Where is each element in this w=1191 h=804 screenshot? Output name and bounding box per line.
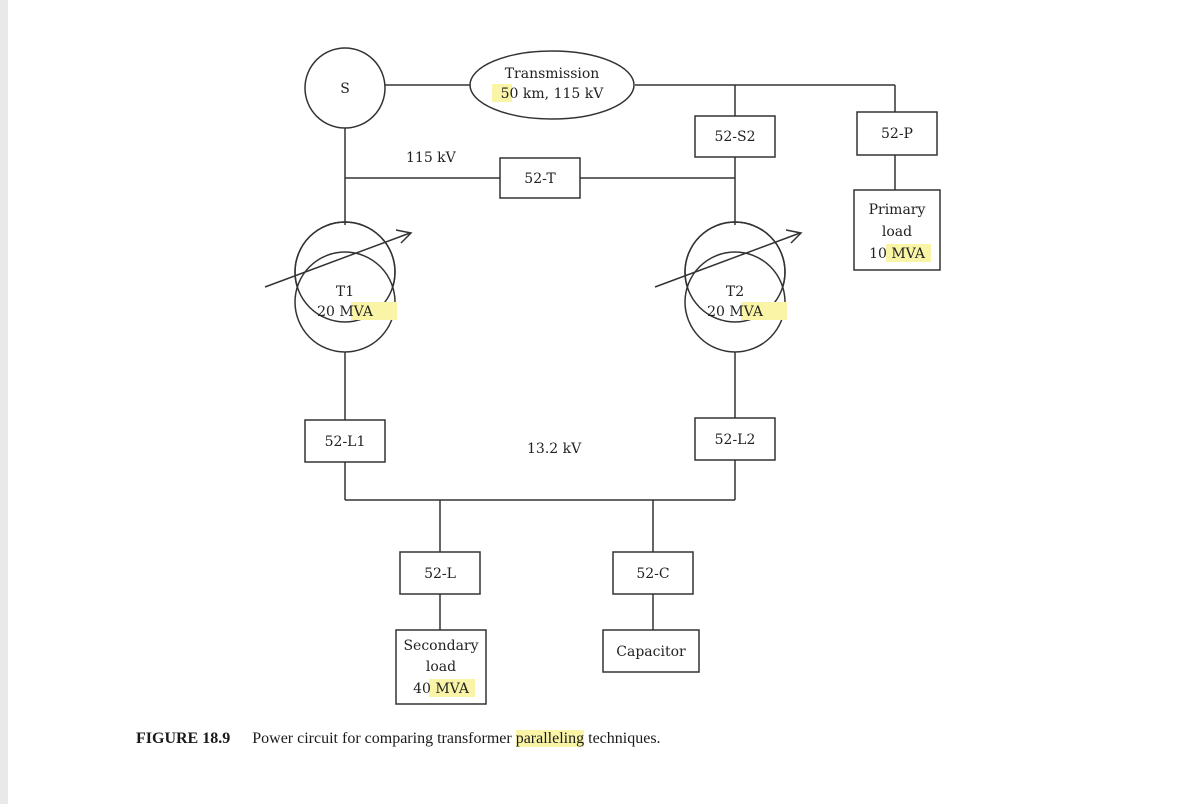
figure-caption: FIGURE 18.9 Power circuit for comparing t…: [136, 730, 661, 748]
highlight-secondary-mva: [429, 679, 475, 697]
t1-rating: 20 MVA: [317, 304, 374, 320]
source-circle: [304, 47, 386, 129]
breaker-52-c: [612, 551, 694, 595]
breaker-52-s2: [694, 115, 776, 158]
document-page: S Transmission 50 km, 115 kV 115 kV 13.2…: [8, 0, 1191, 804]
transmission-label-line2: 50 km, 115 kV: [501, 86, 605, 102]
lv-voltage-label: 13.2 kV: [527, 441, 582, 457]
highlight-50: [492, 84, 512, 102]
primary-load-line2: load: [882, 224, 912, 240]
breaker-52-c-label: 52-C: [636, 566, 669, 582]
primary-load-line3: 10 MVA: [869, 246, 926, 262]
breaker-52-l2: [694, 417, 776, 461]
source-label: S: [340, 81, 350, 97]
secondary-load-line1: Secondary: [403, 638, 478, 654]
breaker-52-l1: [304, 419, 386, 463]
caption-highlight: paralleling: [515, 730, 585, 747]
secondary-load-line2: load: [426, 659, 456, 675]
breaker-52-s2-label: 52-S2: [714, 129, 755, 145]
power-circuit-diagram: S Transmission 50 km, 115 kV 115 kV 13.2…: [264, 47, 941, 705]
t2-name: T2: [726, 284, 744, 300]
secondary-load-line3: 40 MVA: [413, 681, 470, 697]
breaker-52-l: [399, 551, 481, 595]
highlight-t1-mva: [351, 302, 397, 320]
t1-name: T1: [336, 284, 354, 300]
capacitor-box: [602, 629, 700, 673]
breaker-52-l1-label: 52-L1: [325, 434, 366, 450]
figure-number: FIGURE 18.9: [136, 730, 231, 747]
breaker-52-p: [856, 111, 938, 156]
transformer-t1: [264, 221, 413, 353]
transformer-t2: [654, 221, 803, 353]
capacitor-label: Capacitor: [616, 644, 686, 660]
primary-load-line1: Primary: [869, 202, 926, 218]
breaker-52-t: [499, 157, 581, 199]
transmission-label-line1: Transmission: [505, 66, 600, 82]
breaker-52-l2-label: 52-L2: [715, 432, 756, 448]
breaker-52-p-label: 52-P: [881, 126, 913, 142]
caption-text-before: Power circuit for comparing transformer: [252, 730, 516, 747]
t2-rating: 20 MVA: [707, 304, 764, 320]
hv-voltage-label: 115 kV: [406, 150, 457, 166]
highlight-primary-mva: [886, 244, 931, 262]
caption-text-after: techniques.: [584, 730, 661, 747]
breaker-52-l-label: 52-L: [424, 566, 456, 582]
breaker-52-t-label: 52-T: [524, 171, 556, 187]
highlight-t2-mva: [741, 302, 787, 320]
